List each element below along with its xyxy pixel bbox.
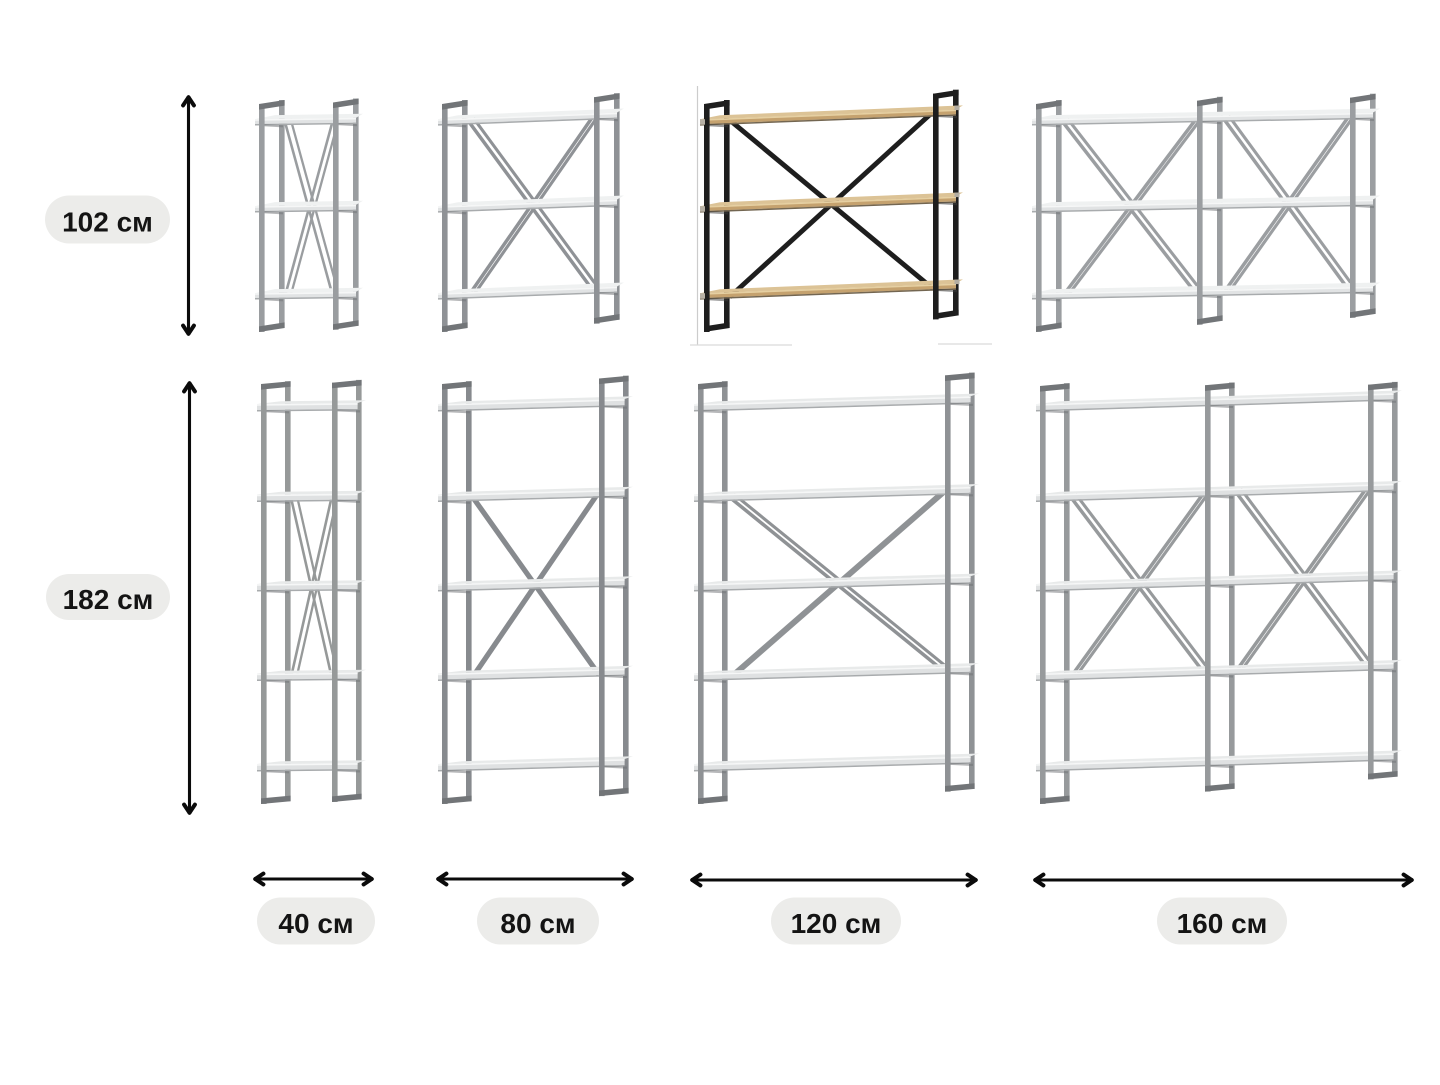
svg-text:160 см: 160 см: [1177, 908, 1268, 939]
svg-text:40 см: 40 см: [278, 908, 353, 939]
svg-text:182 см: 182 см: [63, 584, 154, 615]
svg-text:102 см: 102 см: [62, 207, 153, 238]
svg-text:120 см: 120 см: [791, 908, 882, 939]
svg-text:80 см: 80 см: [500, 908, 575, 939]
